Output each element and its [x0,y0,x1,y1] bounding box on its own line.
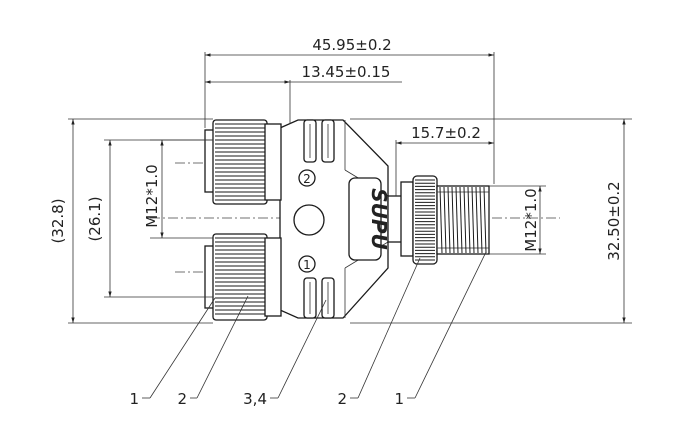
dim-body-length: 13.45±0.15 [205,63,402,124]
logo-text: SUPU [367,188,391,250]
thread-line [483,186,487,254]
callouts: 1 2 3,4 2 1 [129,251,487,408]
callout-2-left: 2 [177,390,187,408]
overall-height-label: 32.50±0.2 [605,181,623,260]
dim-male-length: 15.7±0.2 [395,124,494,196]
pitch-label: (26.1) [86,196,104,241]
thread-line [471,186,475,254]
callout-1-left: 1 [129,390,139,408]
leader-1-right [414,251,487,399]
male-plug-neck [387,195,403,243]
thread-right-label: M12*1.0 [522,188,540,251]
lower-nut [212,233,268,321]
thread-line [475,186,479,254]
top-grooves [303,119,335,163]
thread-left-label: M12*1.0 [143,164,161,227]
outer-height-label: (32.8) [49,198,67,243]
male-length-label: 15.7±0.2 [411,124,481,142]
male-plug [387,175,490,265]
logo-plate [348,177,382,261]
dim-overall-height: 32.50±0.2 [350,118,632,324]
connector-body: 2 1 SUPU [279,119,391,319]
callout-2-right: 2 [337,390,347,408]
callout-1-right: 1 [394,390,404,408]
port-1-number: 1 [303,258,311,272]
leader-2-right [357,257,421,399]
upper-left-coupling [204,119,282,205]
thread-line [455,186,459,254]
thread-line [439,186,443,254]
thread-line [451,186,455,254]
upper-nut-flange [264,123,282,201]
body-length-label: 13.45±0.15 [302,63,391,81]
thread-line [443,186,447,254]
male-thread-lines [439,186,487,254]
male-plug-washer [400,181,414,257]
thread-line [447,186,451,254]
dim-thread-left: M12*1.0 [143,139,213,239]
center-hole [293,204,325,236]
dim-outer-height: (32.8) [49,118,213,324]
port-1-mark [298,255,316,273]
port-2-mark [298,169,316,187]
bottom-grooves [303,277,335,319]
callout-3-4: 3,4 [243,390,267,408]
upper-nut [212,119,268,205]
lower-left-coupling [204,233,282,321]
thread-line [463,186,467,254]
dim-overall-length: 45.95±0.2 [204,36,495,184]
leader-2-left [196,295,249,399]
overall-length-label: 45.95±0.2 [312,36,391,54]
port-2-number: 2 [303,172,311,186]
male-nut-knurl [415,179,435,261]
lower-nut-flange [264,237,282,317]
thread-line [467,186,471,254]
leader-3-4 [277,299,327,399]
thread-line [459,186,463,254]
lower-nut-knurl [215,237,265,315]
leader-1-left [149,297,216,399]
upper-nut-knurl [215,123,265,201]
dim-thread-right: M12*1.0 [489,185,546,255]
thread-line [479,186,483,254]
